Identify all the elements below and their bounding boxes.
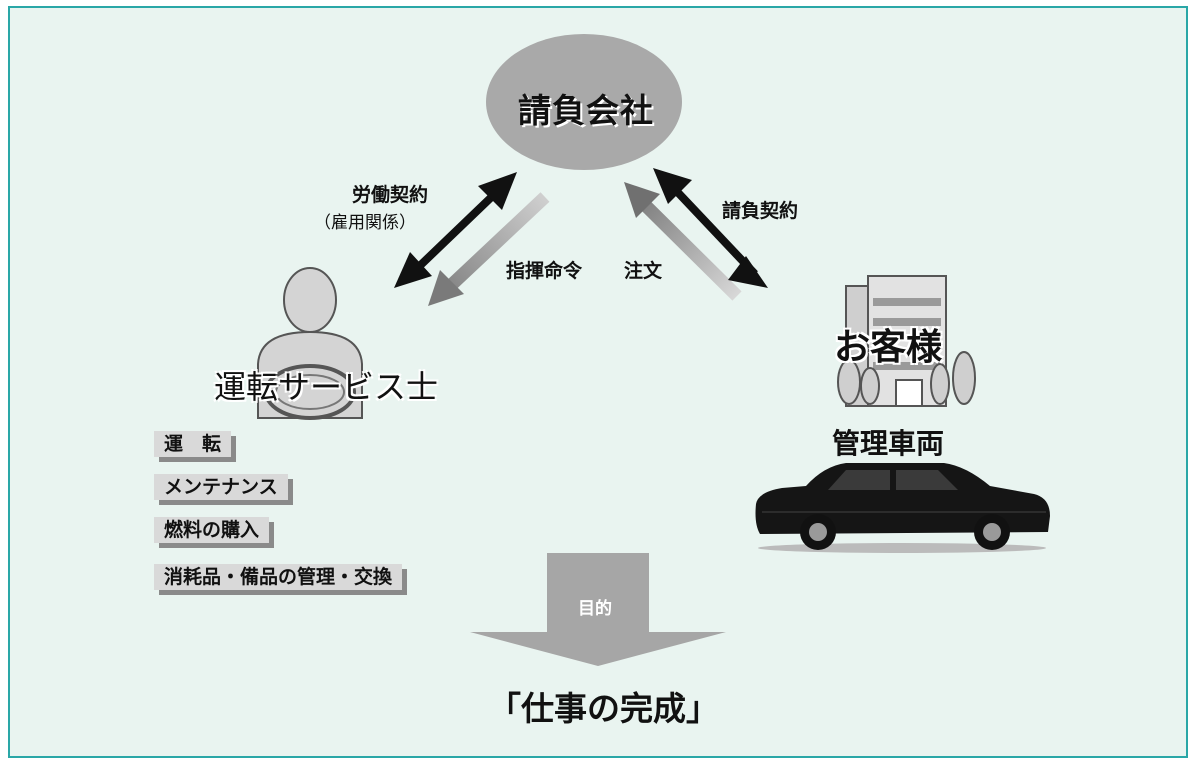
- order-arrow: [624, 182, 742, 301]
- subcontract-label: 請負契約: [722, 200, 799, 222]
- order-label: 注文: [624, 260, 663, 282]
- customer-label: お客様: [834, 327, 943, 368]
- task-maintenance: メンテナンス: [154, 474, 288, 500]
- command-arrow: [428, 192, 550, 306]
- command-label: 指揮命令: [506, 260, 583, 282]
- driver-label: 運転サービス士: [214, 368, 439, 406]
- car-icon: [755, 463, 1050, 553]
- task-fuel-purchase: 燃料の購入: [154, 517, 270, 543]
- steering-wheel-icon: [264, 364, 356, 420]
- contractor-ellipse: [486, 34, 682, 170]
- managed-vehicle-label: 管理車両: [832, 427, 945, 460]
- goal-label: 「仕事の完成」: [488, 689, 719, 728]
- down-arrow-icon: [470, 553, 726, 666]
- subcontract-arrow: [653, 168, 768, 288]
- task-driving: 運 転: [154, 431, 232, 457]
- labor-contract-arrow: [394, 172, 517, 288]
- tree-icon: [837, 351, 976, 405]
- task-consumables-management: 消耗品・備品の管理・交換: [154, 564, 403, 590]
- purpose-label: 目的: [578, 599, 612, 619]
- contractor-label: 請負会社: [518, 91, 654, 130]
- labor-contract-label: 労働契約: [352, 184, 429, 206]
- employment-relation-label: （雇用関係）: [314, 213, 416, 233]
